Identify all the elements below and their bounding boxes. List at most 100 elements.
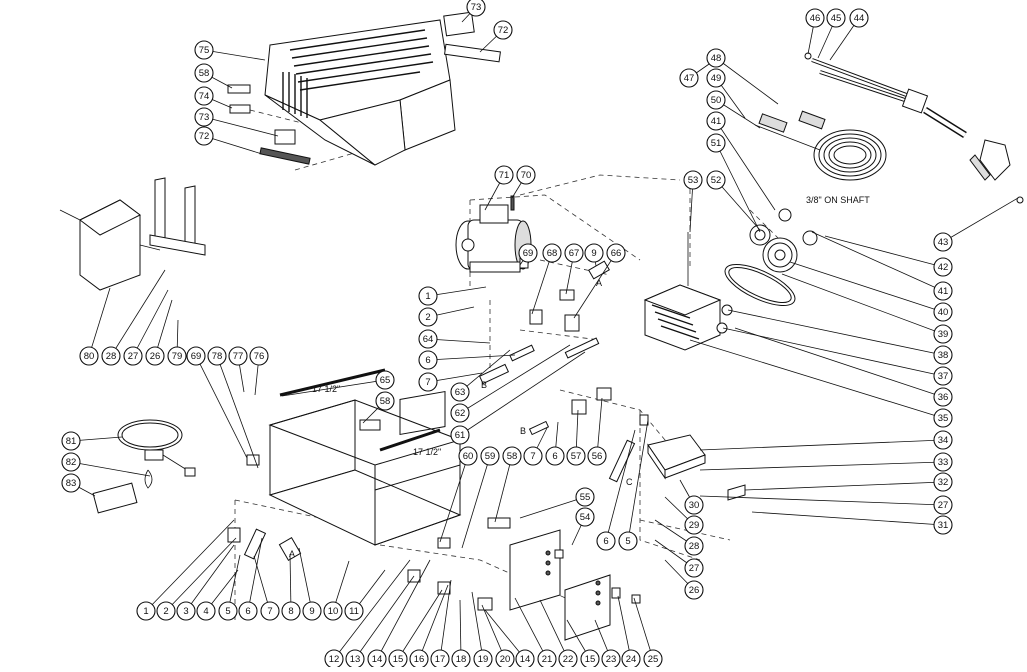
callout-number: 41	[938, 286, 949, 297]
callout-number: 50	[711, 95, 722, 106]
pump	[643, 232, 733, 351]
callout-bubble	[618, 531, 638, 551]
callout-43: 43	[933, 232, 953, 252]
callout-bubble	[176, 601, 196, 621]
callout-bubble	[194, 63, 214, 83]
callout-42: 42	[933, 257, 953, 277]
callout-number: 29	[689, 520, 700, 531]
callout-58: 58	[502, 446, 522, 466]
callout-25: 25	[643, 649, 663, 669]
callout-number: 56	[592, 451, 603, 462]
callout-bubble	[933, 232, 953, 252]
leader-line-58	[494, 455, 513, 523]
callout-number: 73	[199, 112, 210, 123]
callout-75: 75	[194, 40, 214, 60]
callout-number: 68	[547, 248, 558, 259]
callout-number: 55	[580, 492, 591, 503]
motor	[455, 195, 532, 273]
leader-line-5	[627, 419, 649, 542]
callout-57: 57	[566, 446, 586, 466]
callout-4: 4	[196, 601, 216, 621]
callout-14: 14	[367, 649, 387, 669]
callout-bubble	[194, 107, 214, 127]
callout-bubble	[418, 286, 438, 306]
callout-6: 6	[418, 350, 438, 370]
callout-37: 37	[933, 366, 953, 386]
callout-71: 71	[494, 165, 514, 185]
callout-81: 81	[61, 431, 81, 451]
callout-number: 3	[183, 606, 188, 617]
callout-41: 41	[933, 281, 953, 301]
callout-17: 17	[430, 649, 450, 669]
callout-82: 82	[61, 452, 81, 472]
leader-line-56	[596, 397, 603, 457]
callout-45: 45	[826, 8, 846, 28]
callout-bubble	[136, 601, 156, 621]
callout-bubble	[933, 515, 953, 535]
callout-number: 5	[225, 606, 230, 617]
callout-number: 39	[938, 329, 949, 340]
spray-wand	[804, 52, 1024, 204]
callout-35: 35	[933, 408, 953, 428]
callout-59: 59	[480, 446, 500, 466]
callout-number: 18	[456, 654, 467, 665]
leader-line-2	[165, 537, 237, 612]
callout-bubble	[101, 346, 121, 366]
callout-13: 13	[345, 649, 365, 669]
fittings	[227, 257, 649, 611]
leader-line-42	[824, 235, 944, 268]
leader-line-48	[715, 57, 779, 105]
shroud-vent-slots	[282, 29, 434, 118]
callout-27: 27	[123, 346, 143, 366]
callout-number: 77	[233, 351, 244, 362]
callout-bubble	[516, 165, 536, 185]
callout-number: 2	[163, 606, 168, 617]
callout-number: 26	[150, 351, 161, 362]
callout-32: 32	[933, 472, 953, 492]
callout-number: 7	[267, 606, 272, 617]
callout-bubble	[323, 601, 343, 621]
callout-68: 68	[542, 243, 562, 263]
callout-number: 46	[810, 13, 821, 24]
callout-3: 3	[176, 601, 196, 621]
callout-bubble	[933, 257, 953, 277]
callout-11: 11	[344, 601, 364, 621]
callout-bubble	[933, 452, 953, 472]
leader-line-28	[110, 269, 166, 357]
callout-66: 66	[606, 243, 626, 263]
callout-bubble	[706, 170, 726, 190]
callout-number: 48	[711, 53, 722, 64]
callout-number: 75	[199, 45, 210, 56]
leader-line-36	[734, 327, 944, 398]
callout-78: 78	[207, 346, 227, 366]
callout-bubble	[450, 403, 470, 423]
callout-51: 51	[706, 133, 726, 153]
callout-bubble	[207, 346, 227, 366]
callout-36: 36	[933, 387, 953, 407]
callout-12: 12	[324, 649, 344, 669]
callout-number: 26	[689, 585, 700, 596]
callout-number: 13	[350, 654, 361, 665]
callout-bubble	[218, 601, 238, 621]
shaft-note: 3/8" ON SHAFT	[806, 195, 870, 205]
callout-number: 6	[603, 536, 608, 547]
callout-number: 81	[66, 436, 77, 447]
callout-1: 1	[136, 601, 156, 621]
callout-number: 27	[938, 500, 949, 511]
connection-letter-a: A	[289, 549, 295, 559]
callout-9: 9	[302, 601, 322, 621]
callout-46: 46	[805, 8, 825, 28]
callout-bubble	[684, 580, 704, 600]
callout-bubble	[933, 302, 953, 322]
shroud-cover	[227, 11, 501, 166]
callout-bubble	[418, 329, 438, 349]
callout-number: 52	[711, 175, 722, 186]
callout-number: 30	[689, 500, 700, 511]
decal-band	[444, 43, 501, 63]
callout-number: 70	[521, 170, 532, 181]
callout-28: 28	[101, 346, 121, 366]
callout-bubble	[933, 472, 953, 492]
callout-49: 49	[706, 68, 726, 88]
callout-34: 34	[933, 430, 953, 450]
